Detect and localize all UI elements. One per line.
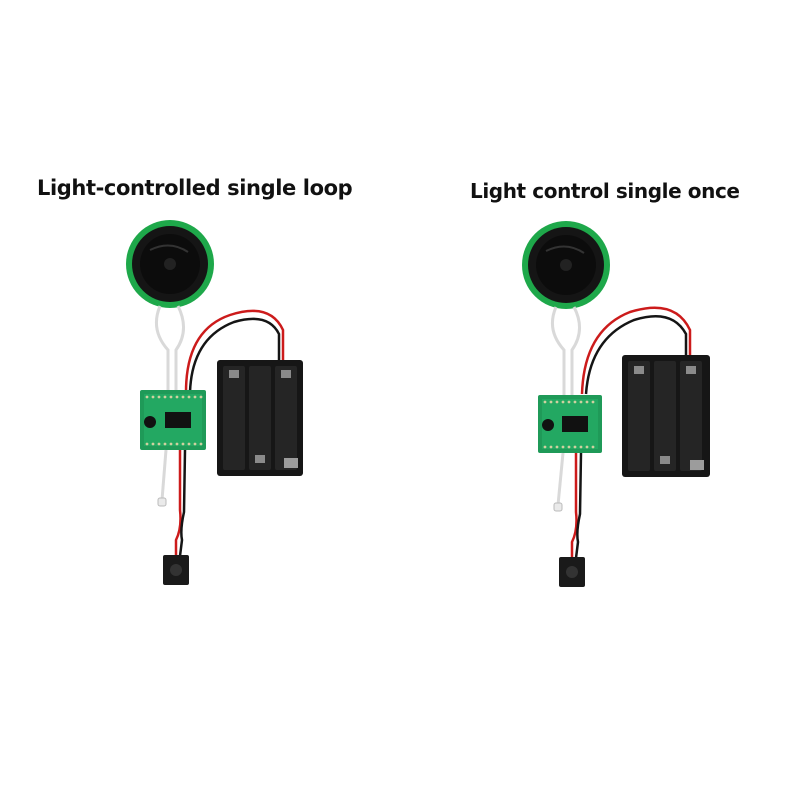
speaker-wire	[570, 306, 581, 398]
battery-wire-red	[184, 309, 285, 393]
switch-wire-black	[178, 449, 187, 557]
speaker-wire	[174, 305, 185, 398]
battery-wire-red	[580, 306, 692, 395]
speaker-wire	[550, 306, 566, 398]
speaker	[522, 221, 610, 309]
push-button	[559, 557, 585, 587]
panel-caption: Light-controlled single loop	[37, 176, 353, 200]
switch-wire-red	[174, 450, 182, 556]
push-button	[163, 555, 189, 585]
switch-wire-red	[570, 453, 578, 558]
light-sensor	[157, 497, 167, 507]
battery-holder	[622, 355, 710, 477]
battery-wire-black	[188, 317, 281, 393]
sensor-wire	[160, 449, 168, 501]
panel-caption: Light control single once	[470, 179, 740, 203]
sensor-wire	[556, 452, 565, 506]
panel-single-once: Light control single once	[400, 0, 800, 800]
sound-module-photo	[522, 221, 710, 587]
switch-wire-black	[574, 452, 583, 559]
sound-module-photo	[126, 220, 303, 585]
battery-holder	[217, 360, 303, 476]
light-sensor	[553, 502, 563, 512]
panel-single-loop: Light-controlled single loop	[37, 176, 353, 585]
battery-wire-black	[584, 314, 688, 395]
sound-pcb	[140, 390, 206, 450]
speaker-wire	[154, 305, 170, 398]
speaker	[126, 220, 214, 308]
sound-pcb	[538, 395, 602, 453]
